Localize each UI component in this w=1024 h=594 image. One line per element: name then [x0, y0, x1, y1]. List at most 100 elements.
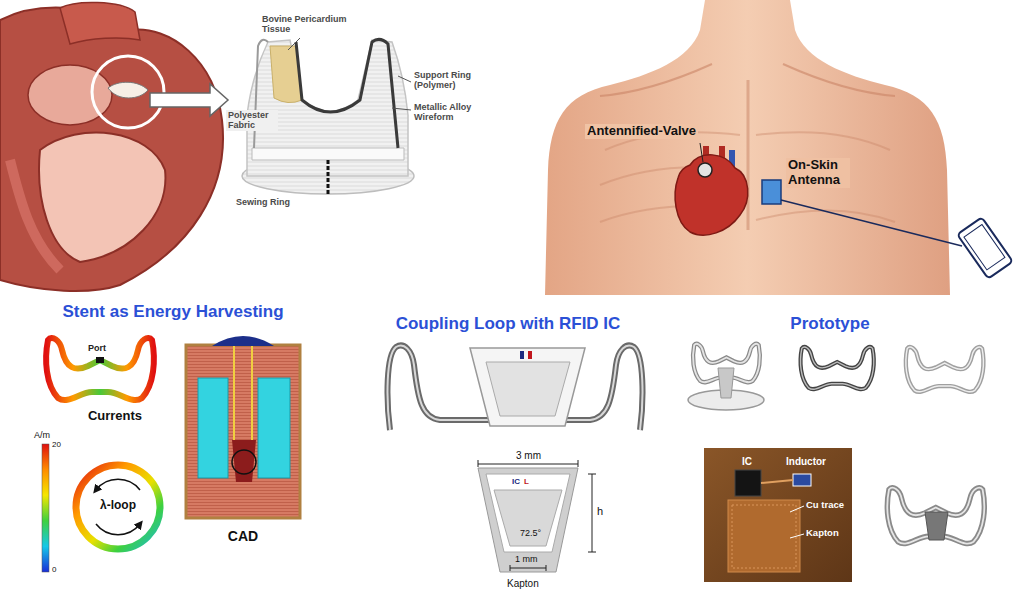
coupling-loop-drawing-part: [588, 474, 596, 552]
torso-illustration-part: [783, 64, 895, 96]
torso-illustration: [545, 0, 962, 295]
dimension: 1 mm: [515, 554, 538, 564]
torso-illustration-part: [700, 143, 703, 162]
heart-illustration: [0, 2, 228, 291]
dimension: 72.5°: [520, 528, 541, 538]
phone-icon-part: [964, 224, 1005, 269]
torso-illustration-part: [756, 210, 895, 222]
torso-illustration-part: [600, 64, 712, 96]
prototype-photos-part: [906, 347, 984, 392]
pcb-photo: [704, 448, 852, 582]
cad-model: [186, 336, 300, 518]
coupling-wireform: [388, 346, 643, 430]
valve-illustration-part: [247, 40, 408, 176]
callout-label: On-Skin Antenna: [786, 158, 850, 188]
valve-illustration-part: [392, 108, 411, 110]
prototype-photos-part: [718, 368, 734, 398]
callout-label: Antennified-Valve: [585, 124, 698, 139]
section-heading: Prototype: [740, 314, 920, 334]
coupling-wireform-part: [388, 346, 643, 430]
coupling-loop-drawing-part: [494, 490, 562, 546]
part-label: Polyester Fabric: [226, 110, 278, 131]
pcb-photo-part: [728, 500, 800, 572]
component-label: IC: [742, 456, 752, 468]
stent-current-plot: [46, 338, 154, 400]
lambda-loop-part: [96, 479, 140, 490]
coupling-wireform-part: [470, 348, 585, 426]
dimension: 3 mm: [516, 450, 541, 462]
pcb-photo-part: [790, 506, 804, 512]
cad-model-part: [258, 378, 290, 478]
lambda-loop-part: [96, 524, 140, 535]
scale-value: 20: [52, 440, 61, 449]
color-bar: [42, 444, 49, 572]
coupling-loop-drawing-part: [478, 460, 578, 467]
lambda-loop: [76, 465, 160, 549]
cad-model-part: [186, 345, 300, 518]
torso-illustration-part: [781, 200, 962, 246]
pcb-photo-part: [704, 448, 852, 582]
torso-illustration-part: [698, 163, 712, 177]
scale-value: 0: [52, 565, 56, 574]
torso-illustration-part: [756, 132, 890, 150]
coupling-loop-drawing: [478, 460, 596, 572]
heart-illustration-part: [60, 2, 140, 44]
valve-illustration-part: [288, 38, 300, 50]
phone-icon: [957, 217, 1013, 278]
coupling-wireform-part: [388, 346, 643, 430]
component-label: L: [524, 477, 529, 486]
coupling-wireform-part: [520, 351, 524, 359]
torso-illustration-part: [747, 80, 750, 230]
part-label: Metallic Alloy Wireform: [414, 102, 490, 123]
prototype-photos-part: [906, 347, 984, 392]
material-label: Kapton: [806, 528, 839, 539]
figure-label: CAD: [203, 528, 283, 544]
figure-label: Currents: [60, 409, 170, 424]
cad-model-part: [212, 336, 274, 346]
phone-icon-part: [957, 217, 1013, 278]
heart-illustration-part: [39, 133, 165, 262]
heart-illustration-part: [0, 8, 223, 291]
coupling-loop-drawing-part: [478, 468, 578, 572]
coupling-wireform-part: [486, 362, 570, 416]
dimension: h: [597, 505, 603, 518]
unit-label: A/m: [34, 430, 50, 440]
section-heading: Stent as Energy Harvesting: [18, 302, 328, 322]
part-label: Support Ring (Polymer): [414, 70, 486, 91]
valve-illustration-part: [398, 76, 411, 82]
material-label: Kapton: [507, 578, 539, 590]
coupling-loop-drawing-part: [510, 565, 546, 571]
torso-illustration-part: [545, 0, 950, 295]
pcb-photo-part: [732, 505, 796, 568]
torso-illustration-part: [675, 155, 748, 235]
torso-illustration-part: [762, 180, 781, 204]
prototype-photos-part: [887, 488, 984, 544]
heart-illustration-part: [108, 82, 148, 98]
valve-illustration-part: [296, 39, 398, 148]
stent-current-plot-part: [96, 357, 104, 363]
heart-illustration-part: [10, 160, 60, 270]
valve-illustration-part: [254, 40, 268, 148]
part-label: Sewing Ring: [236, 197, 290, 207]
valve-illustration-part: [327, 160, 330, 194]
pcb-photo-part: [735, 470, 761, 496]
section-heading: Coupling Loop with RFID IC: [358, 314, 658, 334]
pcb-photo-part: [790, 534, 804, 538]
cad-model-part: [198, 378, 228, 478]
heart-illustration-part: [92, 56, 164, 128]
component-label: Inductor: [786, 456, 826, 468]
prototype-photos-part: [887, 488, 984, 544]
heart-illustration-part: [150, 84, 228, 116]
cad-model-part: [233, 346, 235, 440]
valve-illustration-part: [252, 148, 404, 160]
component-label: IC: [512, 477, 520, 486]
cad-model-part: [251, 346, 253, 440]
pcb-photo-part: [793, 474, 811, 486]
prototype-photos-part: [801, 347, 874, 389]
coupling-wireform-part: [528, 351, 532, 359]
lambda-loop-part: [76, 465, 160, 549]
figure-label: λ-loop: [88, 499, 148, 513]
